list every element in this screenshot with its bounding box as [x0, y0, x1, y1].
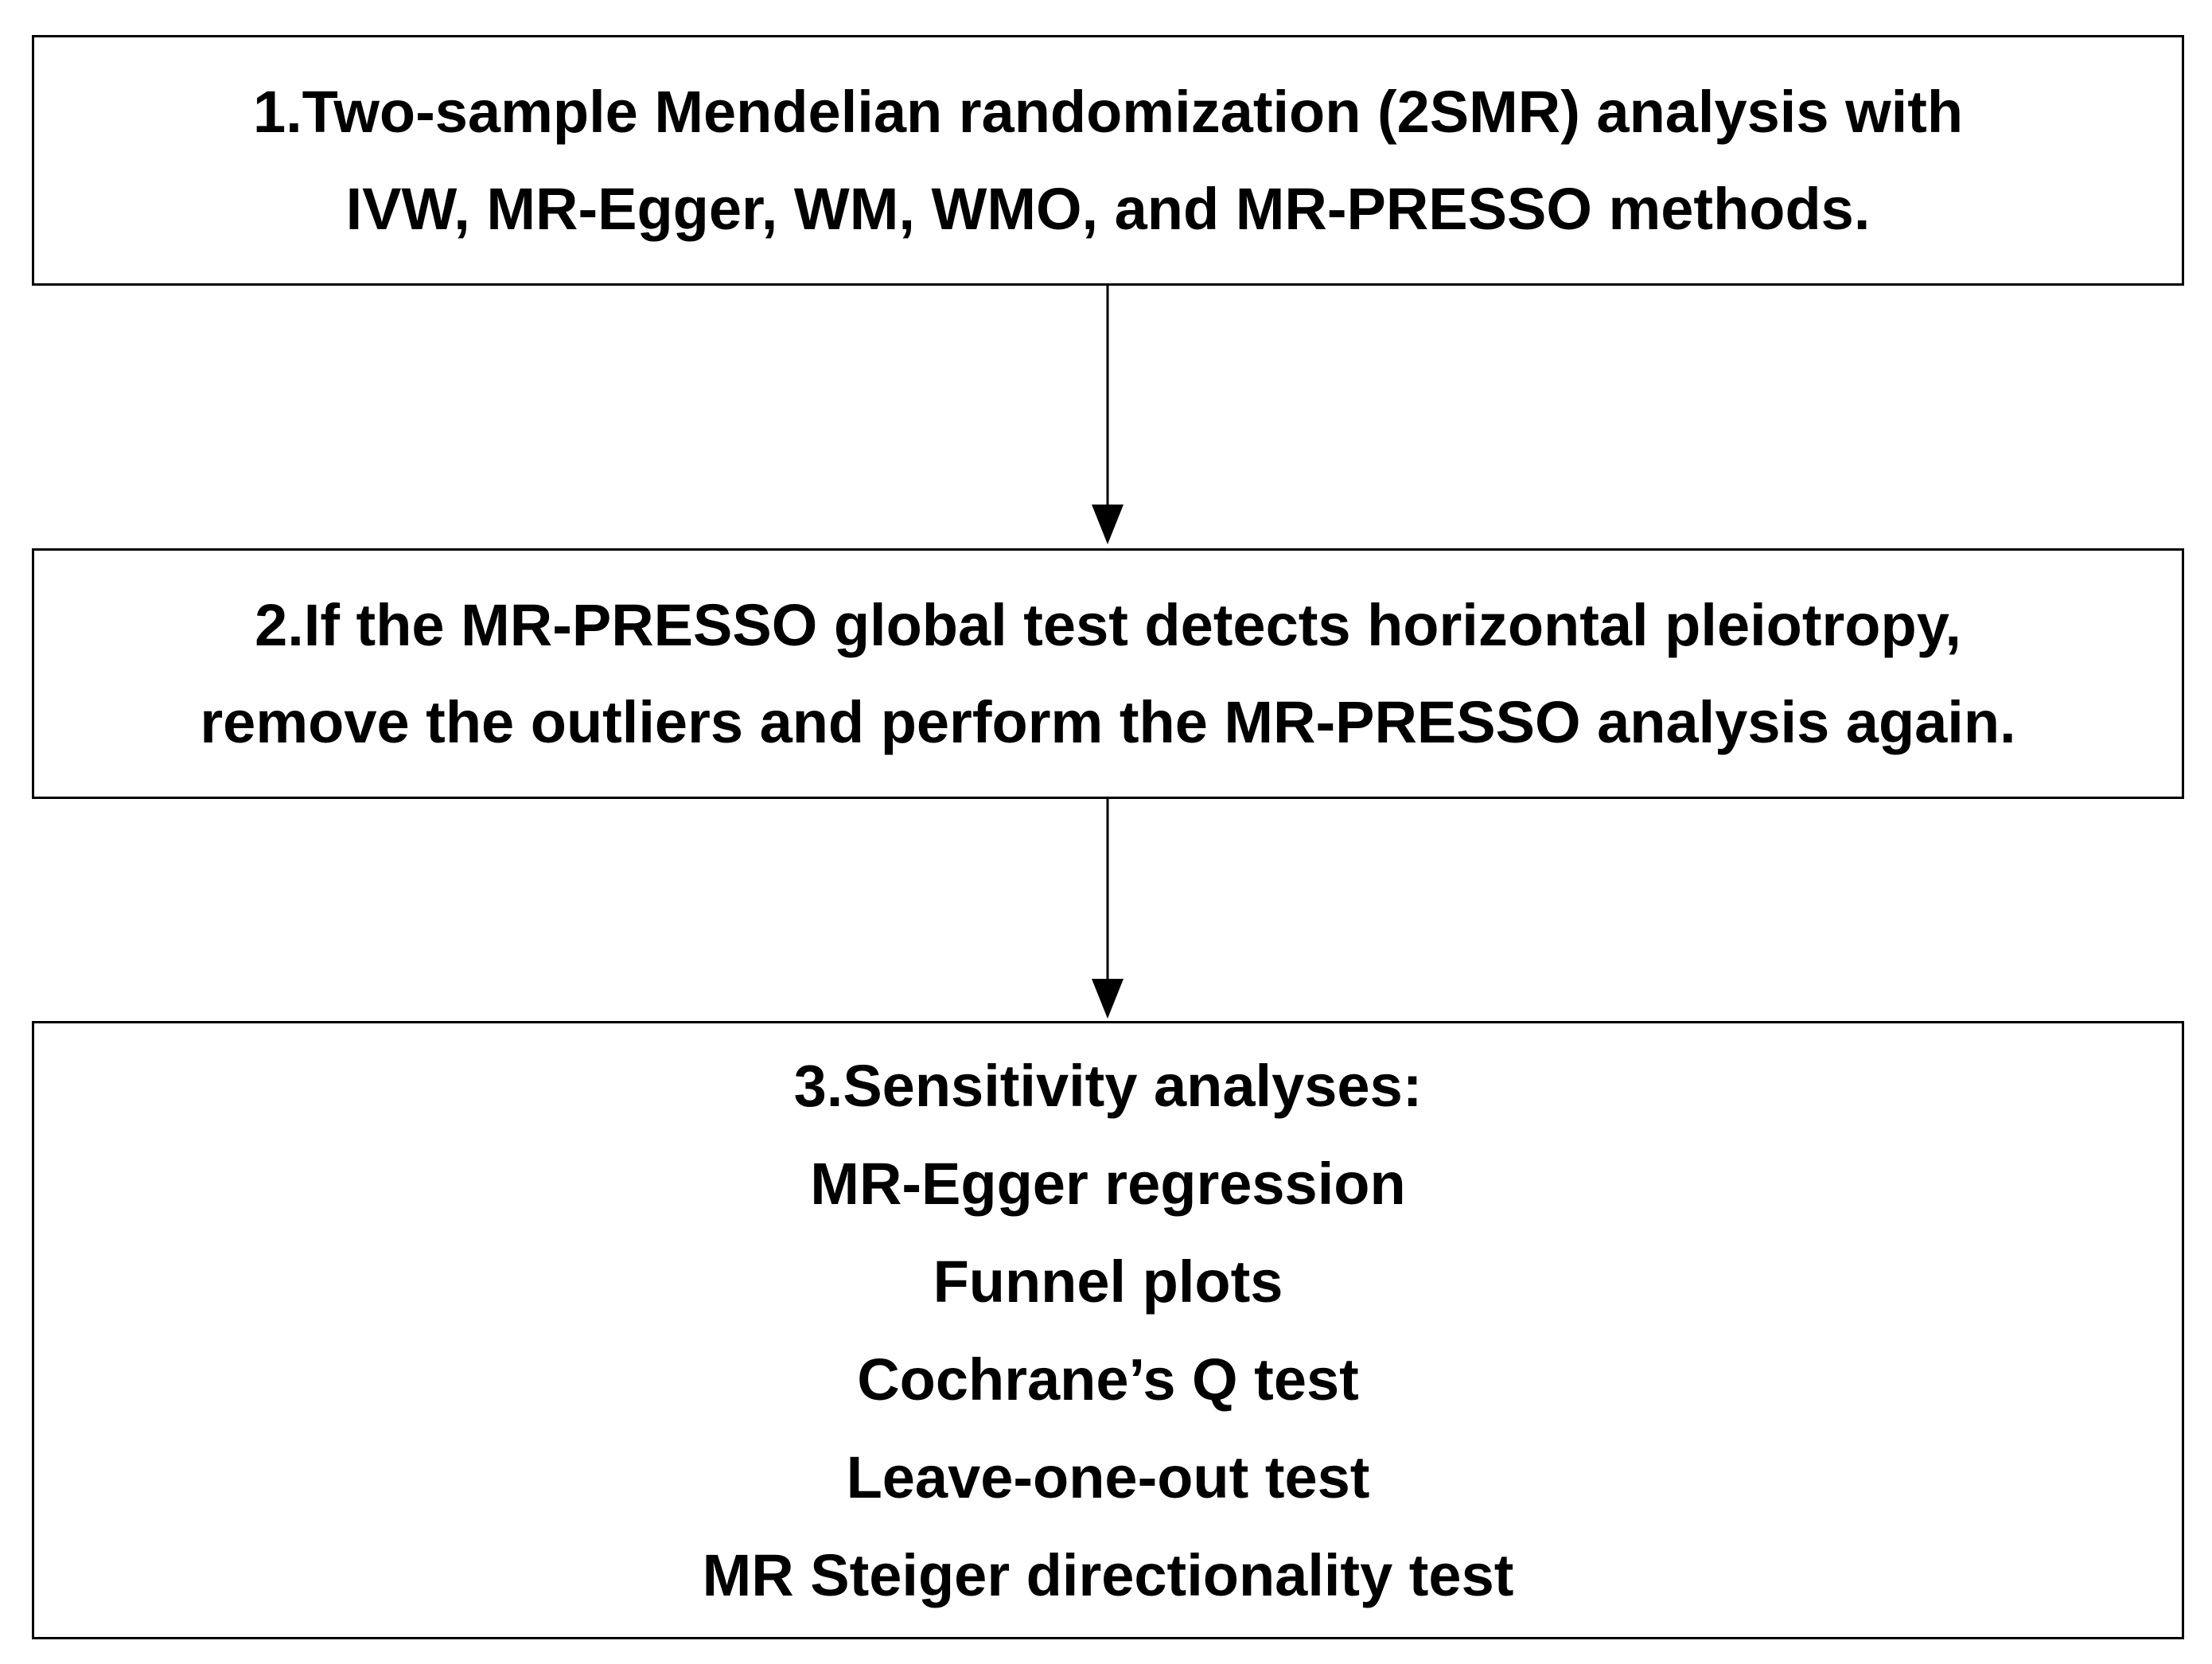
step3-item-cochranes-q-test: Cochrane’s Q test — [857, 1346, 1359, 1413]
step3-item-mr-steiger-test: MR Steiger directionality test — [702, 1541, 1514, 1608]
step1-box: 1.Two-sample Mendelian randomization (2S… — [32, 35, 2184, 286]
arrow-step2-to-step3 — [1092, 799, 1124, 1019]
step2-box: 2.If the MR-PRESSO global test detects h… — [32, 548, 2184, 799]
arrow-step1-to-step2 — [1092, 286, 1124, 544]
step1-line-1: 1.Two-sample Mendelian randomization (2S… — [252, 78, 1964, 145]
step2-line-2: remove the outliers and perform the MR-P… — [200, 688, 2016, 755]
step3-item-funnel-plots: Funnel plots — [933, 1248, 1283, 1315]
step3-box: 3.Sensitivity analyses: MR-Egger regress… — [32, 1021, 2184, 1639]
step3-heading: 3.Sensitivity analyses: — [793, 1052, 1423, 1119]
step2-line-1: 2.If the MR-PRESSO global test detects h… — [255, 591, 1961, 658]
step3-item-mr-egger-regression: MR-Egger regression — [810, 1150, 1406, 1217]
step1-line-2: IVW, MR-Egger, WM, WMO, and MR-PRESSO me… — [345, 175, 1871, 242]
step3-item-leave-one-out-test: Leave-one-out test — [846, 1444, 1370, 1510]
